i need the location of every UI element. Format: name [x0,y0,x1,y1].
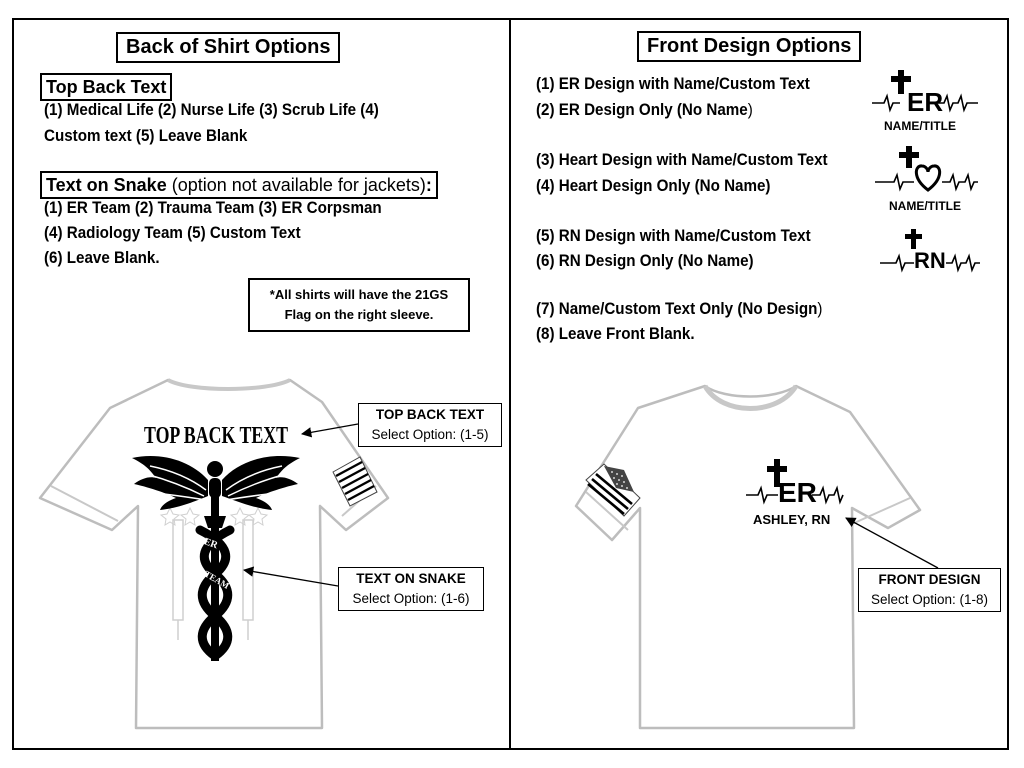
front-shirt: ER ASHLEY, RN [574,384,922,730]
column-divider [509,18,511,750]
front-option-2-paren: ) [747,101,753,119]
front-option-8-main: (8) Leave Front Blank. [536,325,695,343]
er-design-caption: NAME/TITLE [884,119,956,133]
snake-heading-colon: : [425,175,432,195]
back-options-title: Back of Shirt Options [116,32,341,63]
shirt-er-design: ER ASHLEY, RN [746,459,844,527]
snake-heading-label: Text on Snake [46,175,167,195]
shirt-top-back-text: TOP BACK TEXT [144,423,288,449]
top-back-options-line-2: Custom text (5) Leave Blank [44,127,248,145]
snake-options-line-1: (1) ER Team (2) Trauma Team (3) ER Corps… [44,199,382,217]
front-option-3: (3) Heart Design with Name/Custom Text [536,148,828,173]
front-option-5: (5) RN Design with Name/Custom Text [536,224,811,249]
flag-note-line-2: Flag on the right sleeve. [284,307,434,322]
front-design-callout-title: FRONT DESIGN [878,572,981,587]
top-back-options-line-1: (1) Medical Life (2) Nurse Life (3) Scru… [44,101,379,119]
snake-heading-note: (option not available for jackets) [171,175,426,195]
snake-options-line-3: (6) Leave Blank. [44,249,160,267]
top-back-heading: Top Back Text [40,73,173,101]
flag-note-line-1: *All shirts will have the 21GS [269,287,449,302]
back-stars-decoration [159,506,269,526]
front-option-5-main: (5) RN Design with Name/Custom Text [536,227,811,245]
front-option-1: (1) ER Design with Name/Custom Text [536,72,810,97]
front-option-7: (7) Name/Custom Text Only (No Design) [536,297,822,322]
caduceus-snakes [195,525,235,661]
front-option-1-main: (1) ER Design with Name/Custom Text [536,75,810,93]
shirt-er-letters: ER [778,477,817,508]
top-back-callout-sub: Select Option: (1-5) [371,427,489,442]
front-option-4-main: (4) Heart Design Only (No Name) [536,177,771,195]
front-option-8: (8) Leave Front Blank. [536,322,695,347]
top-back-callout-title: TOP BACK TEXT [375,407,485,422]
front-option-3-main: (3) Heart Design with Name/Custom Text [536,151,828,169]
front-option-7-paren: ) [817,300,823,318]
snake-callout-sub: Select Option: (1-6) [352,591,470,606]
top-back-callout-arrow [300,423,359,438]
front-option-2-main: (2) ER Design Only (No Name [536,101,748,119]
front-option-6: (6) RN Design Only (No Name) [536,249,754,274]
rn-design-letters: RN [914,248,946,273]
er-design-thumbnail: ER NAME/TITLE [872,70,978,133]
snake-callout-title: TEXT ON SNAKE [356,571,466,586]
front-option-7-main: (7) Name/Custom Text Only (No Design [536,300,818,318]
front-sleeve-flag [585,463,641,517]
heart-design-caption: NAME/TITLE [889,199,961,213]
back-shirt: TOP BACK TEXT [38,378,390,730]
shirt-name-text: ASHLEY, RN [753,512,830,527]
front-design-callout: FRONT DESIGN Select Option: (1-8) [858,568,1001,612]
snake-callout: TEXT ON SNAKE Select Option: (1-6) [338,567,484,611]
snake-callout-arrow [242,566,339,587]
snake-text-er: ER [202,536,220,551]
front-design-callout-sub: Select Option: (1-8) [870,592,989,607]
front-option-4: (4) Heart Design Only (No Name) [536,174,770,199]
front-option-6-main: (6) RN Design Only (No Name) [536,252,754,270]
flag-note: *All shirts will have the 21GS Flag on t… [248,278,470,332]
heart-design-thumbnail: NAME/TITLE [875,146,978,213]
front-design-callout-arrow [845,517,939,569]
back-sleeve-flag [332,456,378,507]
front-options-title: Front Design Options [637,31,862,62]
front-option-2: (2) ER Design Only (No Name) [536,98,753,123]
caduceus-wings [132,456,300,510]
snake-heading: Text on Snake (option not available for … [40,171,438,199]
snake-options-line-2: (4) Radiology Team (5) Custom Text [44,224,301,242]
rn-design-thumbnail: RN [880,229,980,273]
top-back-callout: TOP BACK TEXT Select Option: (1-5) [358,403,502,447]
er-design-letters: ER [907,87,943,117]
top-back-heading-label: Top Back Text [46,77,167,97]
